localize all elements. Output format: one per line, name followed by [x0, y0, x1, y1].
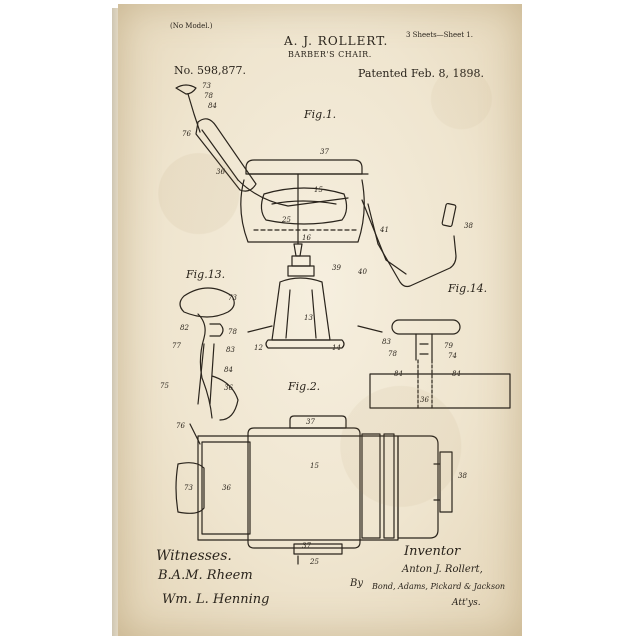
svg-text:83: 83	[382, 338, 391, 346]
inventor-heading: A. J. ROLLERT.	[284, 34, 389, 48]
svg-text:12: 12	[254, 344, 263, 352]
svg-text:38: 38	[464, 222, 473, 230]
patent-sheet: (No Model.) A. J. ROLLERT. 3 Sheets—Shee…	[118, 4, 522, 636]
svg-text:84: 84	[208, 102, 217, 110]
fig2-label: Fig.2.	[288, 380, 321, 393]
svg-text:84: 84	[224, 366, 233, 374]
svg-text:73: 73	[184, 484, 193, 492]
svg-text:36: 36	[420, 396, 429, 404]
svg-text:38: 38	[458, 472, 467, 480]
canvas-print: (No Model.) A. J. ROLLERT. 3 Sheets—Shee…	[112, 4, 522, 637]
svg-text:25: 25	[281, 216, 291, 224]
svg-text:41: 41	[379, 226, 389, 234]
svg-text:13: 13	[304, 314, 313, 322]
svg-text:37: 37	[306, 418, 315, 426]
svg-text:39: 39	[332, 264, 341, 272]
svg-text:36: 36	[216, 168, 225, 176]
svg-text:25: 25	[309, 558, 319, 566]
svg-text:76: 76	[182, 130, 191, 138]
attys-label: Att'ys.	[452, 598, 481, 608]
attorney-signature: Bond, Adams, Pickard & Jackson	[372, 582, 506, 591]
svg-text:73: 73	[228, 294, 237, 302]
witnesses-label: Witnesses.	[156, 548, 232, 564]
svg-text:83: 83	[226, 346, 235, 354]
witness-signature-1: B.A.M. Rheem	[158, 568, 253, 583]
invention-title: BARBER'S CHAIR.	[288, 50, 372, 59]
inventor-signature: Anton J. Rollert,	[402, 564, 483, 575]
svg-text:36: 36	[224, 384, 233, 392]
svg-text:37: 37	[302, 542, 311, 550]
fig14-label: Fig.14.	[448, 282, 488, 295]
svg-text:16: 16	[302, 234, 311, 242]
patent-date: Patented Feb. 8, 1898.	[358, 67, 485, 80]
svg-text:77: 77	[172, 342, 181, 350]
svg-text:78: 78	[228, 328, 237, 336]
inventor-label: Inventor	[404, 544, 461, 559]
svg-text:79: 79	[444, 342, 453, 350]
svg-text:76: 76	[176, 422, 185, 430]
headrest-shape	[175, 84, 197, 95]
svg-text:84: 84	[394, 370, 403, 378]
svg-text:15: 15	[310, 462, 319, 470]
fig1-label: Fig.1.	[304, 108, 337, 121]
fig13-label: Fig.13.	[186, 268, 226, 281]
svg-text:14: 14	[332, 344, 341, 352]
patent-number: No. 598,877.	[174, 64, 247, 77]
svg-text:36: 36	[222, 484, 231, 492]
svg-text:74: 74	[448, 352, 457, 360]
svg-text:75: 75	[160, 382, 169, 390]
svg-text:37: 37	[320, 148, 329, 156]
svg-text:40: 40	[357, 268, 367, 276]
svg-text:82: 82	[180, 324, 189, 332]
svg-text:78: 78	[204, 92, 213, 100]
model-note: (No Model.)	[170, 22, 213, 30]
by-label: By	[350, 578, 363, 589]
svg-text:84: 84	[452, 370, 461, 378]
svg-text:78: 78	[388, 350, 397, 358]
svg-text:73: 73	[202, 82, 211, 90]
sheet-count: 3 Sheets—Sheet 1.	[406, 31, 473, 39]
patent-illustration: 73 78 84 76 36 37 15 25 16 41 38 39 40 1…	[160, 82, 511, 566]
witness-signature-2: Wm. L. Henning	[162, 592, 270, 607]
svg-text:15: 15	[314, 186, 323, 194]
